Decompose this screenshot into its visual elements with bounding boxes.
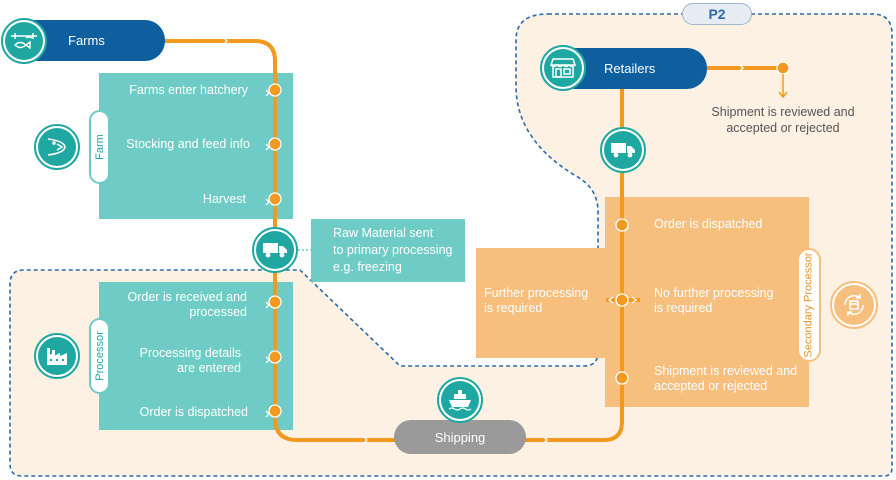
farms-icon-circle <box>1 18 47 64</box>
further-processing-box <box>476 248 606 358</box>
farm-steps-box <box>99 73 293 219</box>
processor-step-1-line2: processed <box>189 305 247 319</box>
processor-step-2-line1: Processing details <box>139 346 241 360</box>
raw-material-text-3: e.g. freezing <box>333 260 402 274</box>
processor-tab-label: Processor <box>93 331 106 381</box>
farm-tab: Farm <box>89 110 110 184</box>
secondary-step-3-line2: accepted or rejected <box>654 379 768 393</box>
retailers-icon-circle <box>540 45 586 91</box>
processor-steps-box <box>99 282 293 430</box>
farm-step-2: Stocking and feed info <box>126 137 250 151</box>
shipping-icon-circle <box>437 377 483 423</box>
secondary-step-2-line1: No further processing <box>654 286 774 300</box>
retail-review-arrow <box>778 74 788 99</box>
main-flow-line <box>160 39 624 442</box>
flow-arrows <box>223 37 744 444</box>
processor-step-2-line2: are entered <box>177 361 241 375</box>
farm-step-1: Farms enter hatchery <box>129 83 248 97</box>
processor-step-1-line1: Order is received and <box>127 290 247 304</box>
secondary-processor-icon-circle <box>830 281 878 329</box>
box-cycle-icon <box>844 294 864 316</box>
retailers-label: Retailers <box>604 61 656 76</box>
secondary-step-3-line1: Shipment is reviewed and <box>654 364 798 378</box>
ship-icon <box>448 390 472 411</box>
truck-icon <box>611 143 635 158</box>
retailers-pill: Retailers <box>562 48 707 89</box>
processor-tab: Processor <box>89 318 110 394</box>
raw-material-text-1: Raw Material sent <box>333 226 434 240</box>
secondary-step-2-line2: is required <box>654 301 713 315</box>
raw-material-truck-circle <box>252 227 298 273</box>
shipping-label: Shipping <box>434 429 486 445</box>
retail-review-line2: accepted or rejected <box>726 121 840 135</box>
processor-step-3-line1: Order is dispatched <box>139 405 248 419</box>
secondary-step-1-line1: Order is dispatched <box>654 217 763 231</box>
factory-icon <box>47 348 67 365</box>
store-icon <box>550 58 576 78</box>
fish-head-icon <box>47 138 66 156</box>
raw-material-box <box>311 219 465 282</box>
truck-icon <box>263 243 287 258</box>
flow-nodes <box>268 61 790 418</box>
secondary-processor-tab-label: Secondary Processor <box>803 252 816 358</box>
raw-material-text-2: to primary processing <box>333 243 453 257</box>
fish-icon <box>11 33 37 50</box>
farm-section-icon-circle <box>34 124 80 170</box>
further-processing-line2: is required <box>484 301 543 315</box>
retail-review-line1: Shipment is reviewed and <box>711 105 855 119</box>
secondary-processor-tab: Secondary Processor <box>797 248 821 362</box>
farm-tab-label: Farm <box>93 134 106 160</box>
retailer-truck-circle <box>600 127 646 173</box>
region-p2-label: P2 <box>682 3 752 25</box>
further-processing-line1: Further processing <box>484 286 589 300</box>
processor-icon-circle <box>34 333 80 379</box>
p2-label-text: P2 <box>708 6 726 22</box>
farm-step-3: Harvest <box>202 192 246 206</box>
farms-label: Farms <box>68 33 105 48</box>
shipping-pill: Shipping <box>394 420 526 454</box>
